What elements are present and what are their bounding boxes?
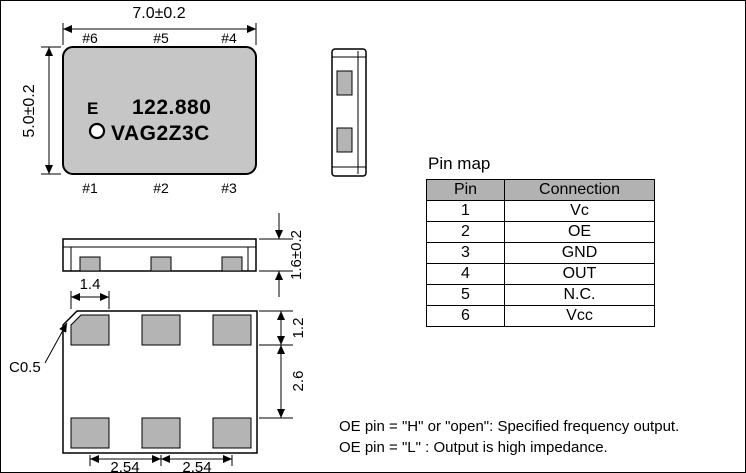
part-code-marking: VAG2Z3C bbox=[111, 122, 210, 145]
pin-number-cell: 5 bbox=[426, 284, 505, 306]
connection-cell: N.C. bbox=[504, 284, 655, 306]
pin-number-cell: 3 bbox=[426, 242, 505, 264]
package-thickness-dim-label: 1.6±0.2 bbox=[288, 230, 305, 280]
pin4-label: #4 bbox=[221, 30, 237, 46]
pin-map-title: Pin map bbox=[428, 154, 491, 173]
connection-cell: GND bbox=[504, 242, 655, 264]
pin2-label: #2 bbox=[153, 180, 169, 196]
package-width-dim-label: 7.0±0.2 bbox=[132, 5, 185, 22]
pin5-label: #5 bbox=[153, 30, 169, 46]
dim-pad-edge-offset bbox=[259, 310, 293, 346]
pad-width-dim-label: 1.4 bbox=[80, 276, 101, 293]
connection-cell: OE bbox=[504, 221, 655, 243]
connection-column-header: Connection bbox=[504, 179, 655, 201]
connection-cell: OUT bbox=[504, 263, 655, 285]
solder-pad bbox=[79, 256, 101, 272]
package-body-bottom-view bbox=[62, 310, 258, 454]
pin1-orientation-mark bbox=[88, 122, 106, 140]
pad-col-pitch-dim-label-left: 2.54 bbox=[110, 459, 139, 473]
dim-pad-col-pitch bbox=[89, 455, 233, 466]
frequency-marking: 122.880 bbox=[132, 96, 211, 119]
pad-4 bbox=[212, 314, 252, 346]
pad-6 bbox=[70, 314, 110, 346]
castellation-pad bbox=[336, 127, 353, 153]
pad-edge-dim-label: 1.2 bbox=[290, 318, 307, 339]
pad-3 bbox=[212, 417, 252, 449]
connection-cell: Vc bbox=[504, 200, 655, 222]
castellation-pad bbox=[336, 70, 353, 96]
front-view bbox=[62, 238, 257, 272]
pin6-label: #6 bbox=[82, 30, 98, 46]
pin-map-section: Pin map Pin Connection 1 Vc 2 OE 3 bbox=[426, 154, 655, 327]
dim-package-width bbox=[62, 23, 257, 45]
pin-map-table: Pin Connection 1 Vc 2 OE 3 GND 4 bbox=[426, 179, 655, 327]
pad-1 bbox=[70, 417, 110, 449]
package-marking: E 122.880 VAG2Z3C bbox=[87, 96, 211, 145]
pad-2 bbox=[141, 417, 181, 449]
chamfer-leader-arrow bbox=[44, 322, 68, 364]
top-pin-labels: #6 #5 #4 bbox=[82, 30, 237, 46]
solder-pad bbox=[150, 256, 172, 272]
dim-pad-width bbox=[70, 291, 110, 309]
connection-cell: Vcc bbox=[504, 305, 655, 327]
pin-number-cell: 2 bbox=[426, 221, 505, 243]
pad-col-pitch-dim-label-right: 2.54 bbox=[182, 459, 211, 473]
pin-map-row: 6 Vcc bbox=[426, 305, 655, 327]
bottom-pin-labels: #1 #2 #3 bbox=[82, 180, 237, 196]
pin-map-row: 2 OE bbox=[426, 221, 655, 243]
pin-map-row: 4 OUT bbox=[426, 263, 655, 285]
package-height-dim-label: 5.0±0.2 bbox=[21, 84, 38, 137]
oe-note-low: OE pin = "L" : Output is high impedance. bbox=[339, 439, 608, 456]
pin-number-cell: 4 bbox=[426, 263, 505, 285]
dim-pad-row-pitch bbox=[259, 345, 293, 419]
pin-column-header: Pin bbox=[426, 179, 505, 201]
pin3-label: #3 bbox=[221, 180, 237, 196]
package-body-side-view bbox=[331, 48, 367, 177]
side-view-seams bbox=[332, 51, 366, 174]
bottom-view bbox=[62, 310, 258, 454]
pad-5 bbox=[141, 314, 181, 346]
pin-map-row: 5 N.C. bbox=[426, 284, 655, 306]
pin-map-row: 3 GND bbox=[426, 242, 655, 264]
chamfer-callout: C0.5 bbox=[9, 322, 68, 376]
oe-note-high: OE pin = "H" or "open": Specified freque… bbox=[339, 418, 680, 435]
pin1-label: #1 bbox=[82, 180, 98, 196]
pin-number-cell: 1 bbox=[426, 200, 505, 222]
package-body-top-view bbox=[62, 46, 257, 175]
front-view-seams bbox=[63, 246, 256, 271]
vendor-mark: E bbox=[87, 99, 98, 118]
solder-pad bbox=[221, 256, 243, 272]
chamfer-label: C0.5 bbox=[9, 359, 41, 376]
pin-map-header-row: Pin Connection bbox=[426, 179, 655, 201]
pad-row-pitch-dim-label: 2.6 bbox=[290, 371, 307, 392]
side-view bbox=[331, 48, 367, 177]
oe-function-notes: OE pin = "H" or "open": Specified freque… bbox=[339, 416, 679, 458]
pin-number-cell: 6 bbox=[426, 305, 505, 327]
dim-package-height bbox=[41, 46, 61, 175]
dim-package-thickness bbox=[259, 213, 293, 297]
pin-map-row: 1 Vc bbox=[426, 200, 655, 222]
